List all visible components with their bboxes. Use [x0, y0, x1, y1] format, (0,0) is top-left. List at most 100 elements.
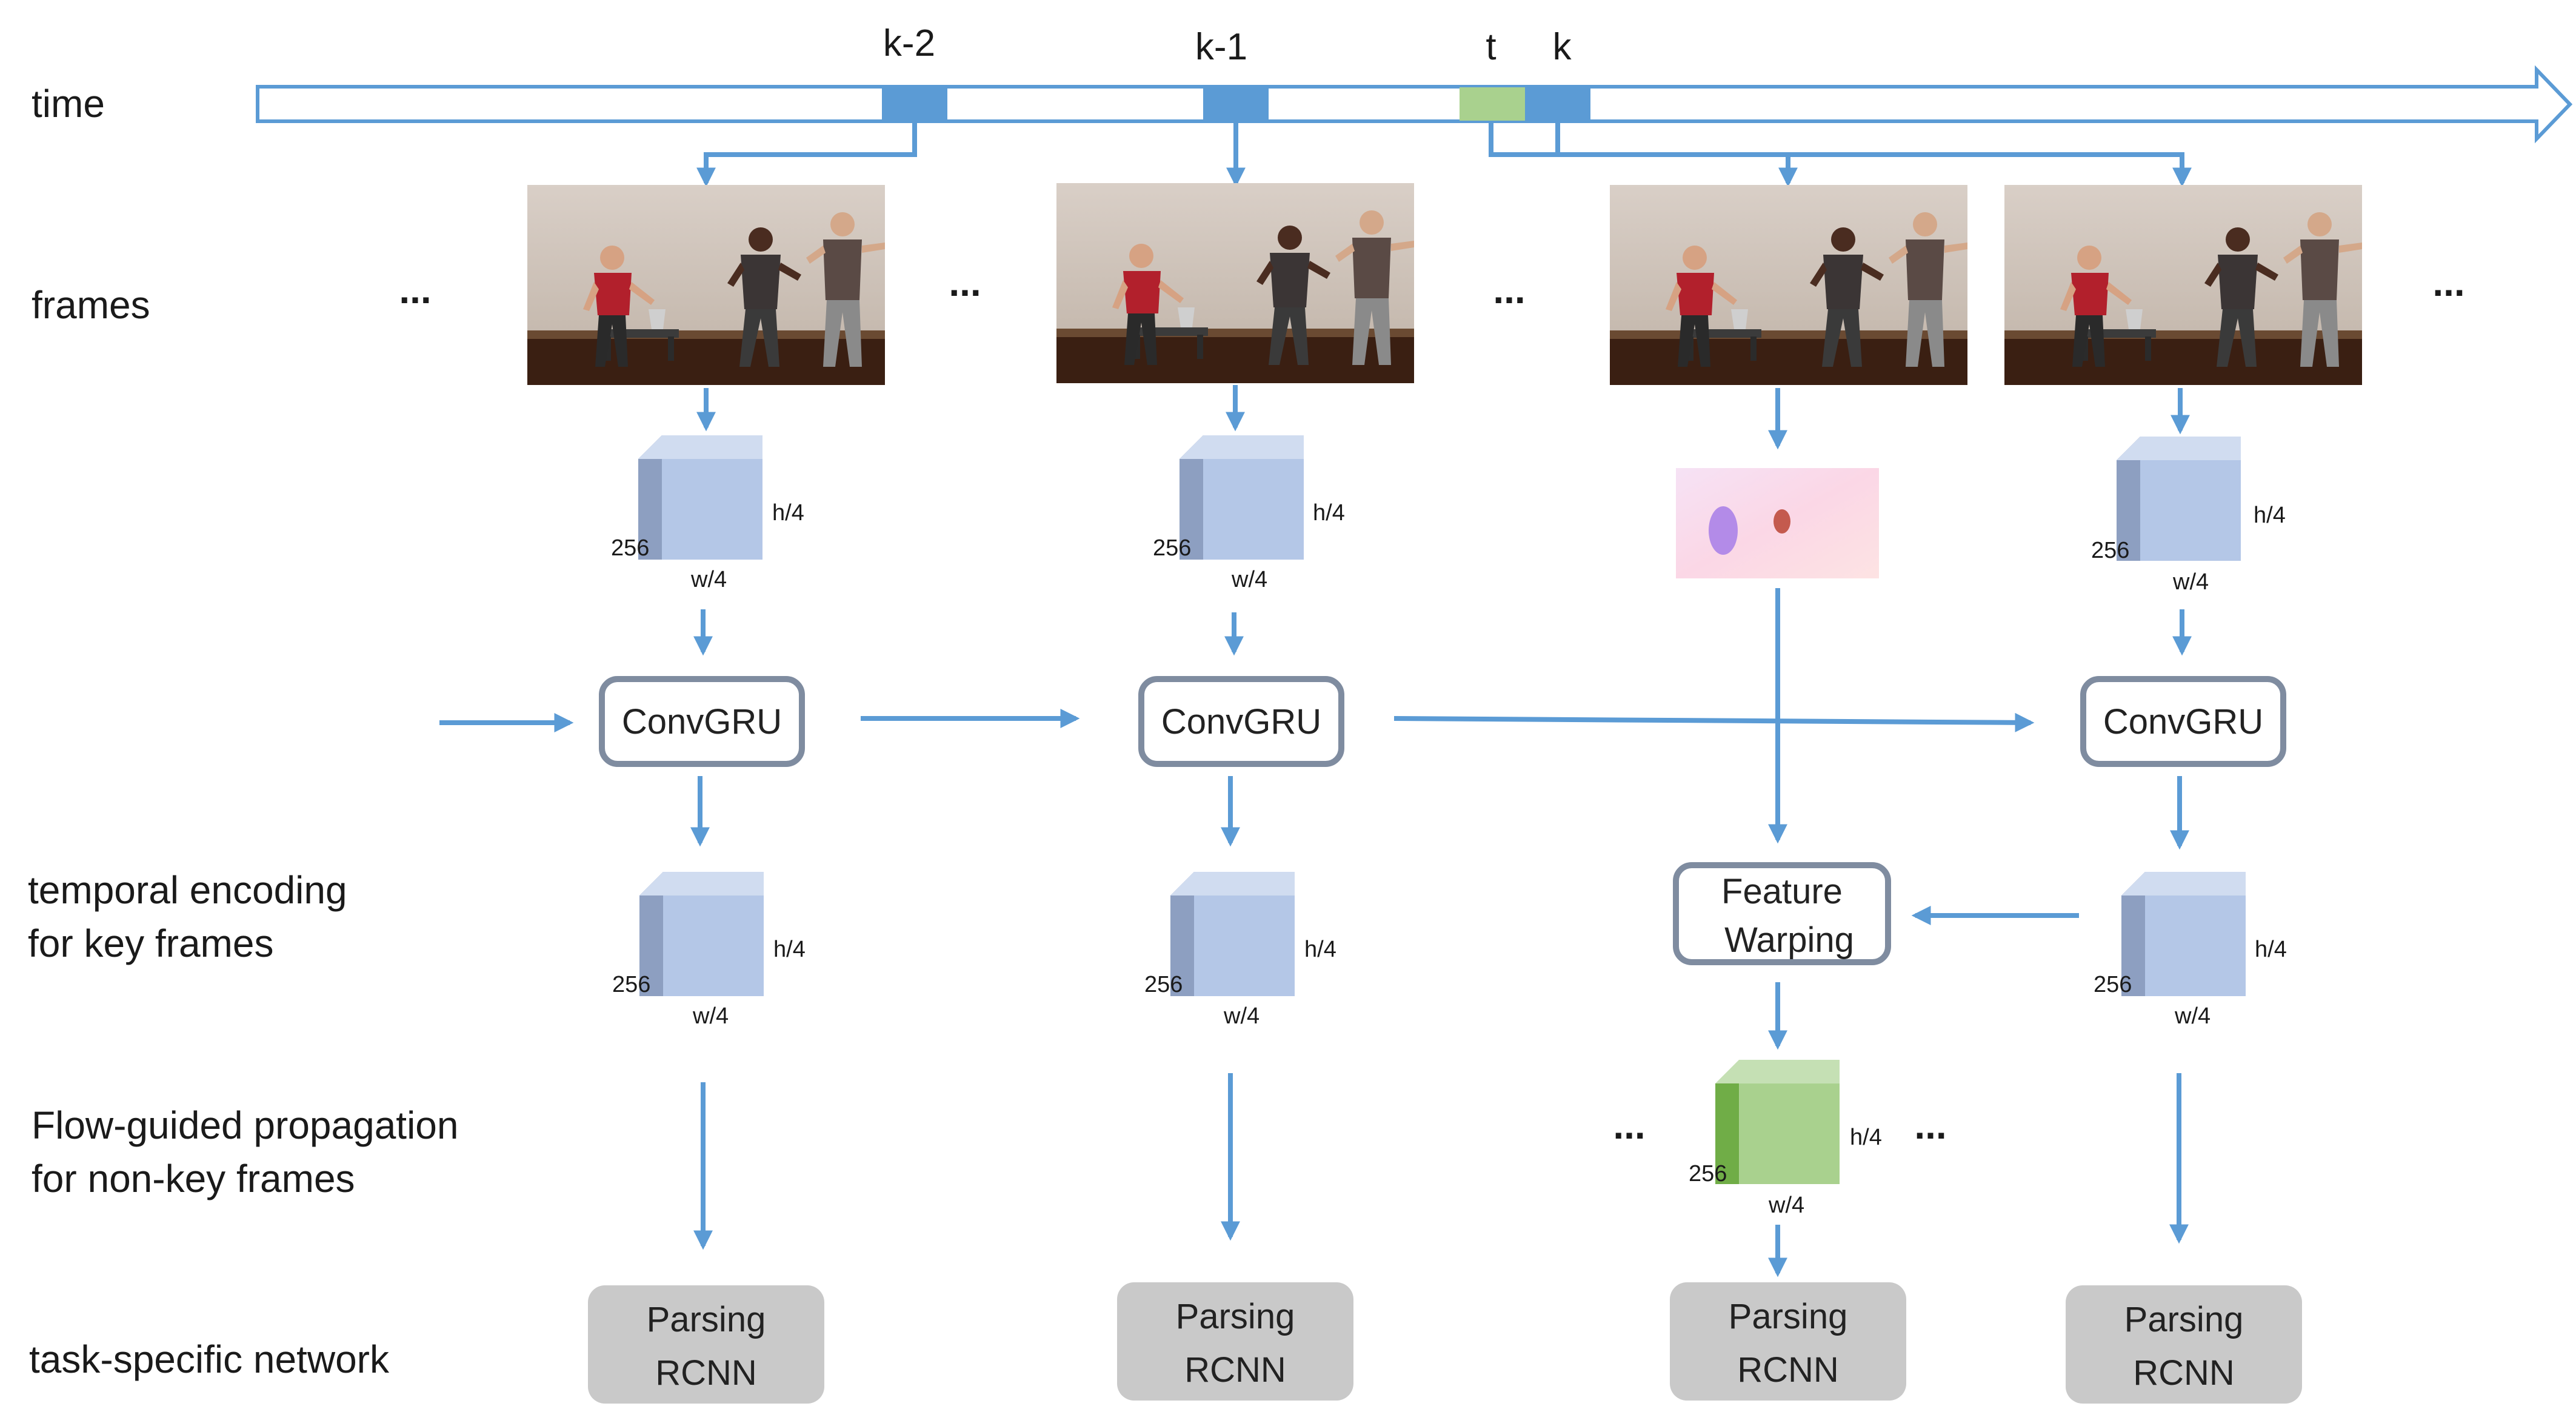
parsing-label-1: Parsing: [1176, 1297, 1295, 1336]
feature-cube: [639, 872, 764, 996]
timeline: k-2 k-1 t k: [256, 22, 2573, 144]
ellipsis-propagation-2: ...: [1914, 1103, 1946, 1147]
feature-height-label: h/4: [2254, 503, 2286, 528]
parsing-rcnn-4: Parsing RCNN: [2066, 1285, 2302, 1404]
convgru-label: ConvGRU: [622, 702, 782, 741]
row-label-time: time: [32, 82, 105, 126]
timeline-label-k-2: k-2: [883, 22, 935, 64]
backbone-feature-3: 256 h/4 w/4: [2091, 437, 2286, 595]
feature-width-label: w/4: [2172, 569, 2209, 595]
parsing-label-2: RCNN: [1737, 1350, 1839, 1390]
parsing-box: [1117, 1282, 1353, 1401]
feature-channels-label: 256: [2091, 538, 2129, 563]
feature-cube: [2117, 437, 2241, 561]
parsing-label-1: Parsing: [2124, 1300, 2244, 1339]
feature-channels-label: 256: [1153, 535, 1191, 561]
feature-cube: [1170, 872, 1295, 996]
parsing-label-1: Parsing: [1729, 1297, 1848, 1336]
timeline-marker-k: [1525, 87, 1590, 121]
feature-width-label: w/4: [2174, 1003, 2211, 1029]
connector-k-2: [696, 121, 917, 187]
timeline-marker-t: [1460, 87, 1525, 121]
feature-warping-module: Feature Warping: [1673, 862, 1891, 965]
convgru-label: ConvGRU: [1161, 702, 1321, 741]
row-label-temporal-encoding-2: for key frames: [28, 922, 273, 965]
parsing-label-2: RCNN: [2133, 1353, 2235, 1393]
parsing-label-1: Parsing: [647, 1300, 766, 1339]
timeline-connectors: [696, 121, 2192, 187]
ellipsis-frames-3: ...: [1493, 268, 1525, 312]
connector-k: [1555, 121, 2192, 187]
frame-image-k-1: [1056, 183, 1414, 383]
feature-channels-label: 256: [1689, 1161, 1727, 1187]
temporal-feature-1: 256 h/4 w/4: [612, 872, 806, 1029]
feature-height-label: h/4: [1304, 937, 1336, 962]
timeline-label-k: k: [1553, 26, 1572, 68]
timeline-arrow: [256, 65, 2573, 144]
parsing-label-2: RCNN: [1184, 1350, 1286, 1390]
feature-height-label: h/4: [773, 937, 806, 962]
row-label-flow-propagation-2: for non-key frames: [32, 1157, 355, 1200]
feature-channels-label: 256: [2094, 972, 2132, 997]
ellipsis-frames-1: ...: [399, 268, 431, 312]
backbone-feature-2: 256 h/4 w/4: [1153, 435, 1345, 592]
feature-channels-label: 256: [612, 972, 650, 997]
ellipsis-frames-2: ...: [949, 261, 981, 304]
convgru-module-1: ConvGRU: [599, 676, 805, 767]
timeline-label-k-1: k-1: [1195, 26, 1247, 68]
parsing-rcnn-1: Parsing RCNN: [588, 1285, 824, 1404]
optical-flow-map: [1676, 468, 1879, 578]
feature-width-label: w/4: [690, 567, 727, 592]
timeline-marker-k-1: [1203, 87, 1269, 121]
parsing-box: [588, 1285, 824, 1404]
convgru-box: [2080, 676, 2286, 767]
flow-blob-hand: [1774, 509, 1790, 534]
temporal-feature-3: 256 h/4 w/4: [2094, 872, 2287, 1029]
feature-channels-label: 256: [611, 535, 649, 561]
flow-blob-person: [1709, 506, 1738, 555]
feature-width-label: w/4: [1768, 1193, 1804, 1218]
row-label-temporal-encoding: temporal encoding: [28, 868, 347, 912]
feature-height-label: h/4: [1850, 1125, 1882, 1150]
parsing-rcnn-3: Parsing RCNN: [1670, 1282, 1906, 1401]
arrow-convgru-2-to-3: [1393, 712, 2035, 732]
feature-cube-green: [1715, 1060, 1840, 1184]
frame-image-t: [1610, 185, 1967, 385]
feature-warping-label-2: Warping: [1724, 920, 1854, 960]
ellipsis-frames-4: ...: [2432, 261, 2464, 304]
temporal-feature-2: 256 h/4 w/4: [1144, 872, 1336, 1029]
feature-width-label: w/4: [692, 1003, 729, 1029]
feature-height-label: h/4: [2255, 937, 2287, 962]
frame-image-k-2: [527, 185, 885, 385]
feature-channels-label: 256: [1144, 972, 1183, 997]
convgru-box: [599, 676, 805, 767]
propagated-feature: 256 h/4 w/4 ... ...: [1613, 1060, 1947, 1218]
parsing-box: [1670, 1282, 1906, 1401]
convgru-module-3: ConvGRU: [2080, 676, 2286, 767]
parsing-rcnn-2: Parsing RCNN: [1117, 1282, 1353, 1401]
feature-width-label: w/4: [1223, 1003, 1260, 1029]
feature-warping-label-1: Feature: [1721, 872, 1843, 911]
feature-height-label: h/4: [1313, 500, 1345, 526]
parsing-label-2: RCNN: [655, 1353, 757, 1393]
ellipsis-propagation-1: ...: [1613, 1103, 1645, 1147]
feature-warping-box: [1673, 862, 1891, 965]
convgru-label: ConvGRU: [2103, 702, 2263, 741]
frames-row: ... ... ... ...: [399, 183, 2465, 385]
timeline-label-t: t: [1486, 26, 1496, 68]
feature-cube: [2121, 872, 2246, 996]
row-label-flow-propagation: Flow-guided propagation: [32, 1103, 458, 1147]
parsing-box: [2066, 1285, 2302, 1404]
feature-cube: [638, 435, 762, 560]
feature-width-label: w/4: [1231, 567, 1267, 592]
convgru-box: [1138, 676, 1344, 767]
frame-image-k: [2004, 185, 2362, 385]
timeline-marker-k-2: [882, 87, 947, 121]
convgru-module-2: ConvGRU: [1138, 676, 1344, 767]
row-label-task-network: task-specific network: [29, 1337, 390, 1381]
backbone-feature-1: 256 h/4 w/4: [611, 435, 804, 592]
feature-height-label: h/4: [772, 500, 804, 526]
feature-cube: [1180, 435, 1304, 560]
row-label-frames: frames: [32, 283, 150, 327]
